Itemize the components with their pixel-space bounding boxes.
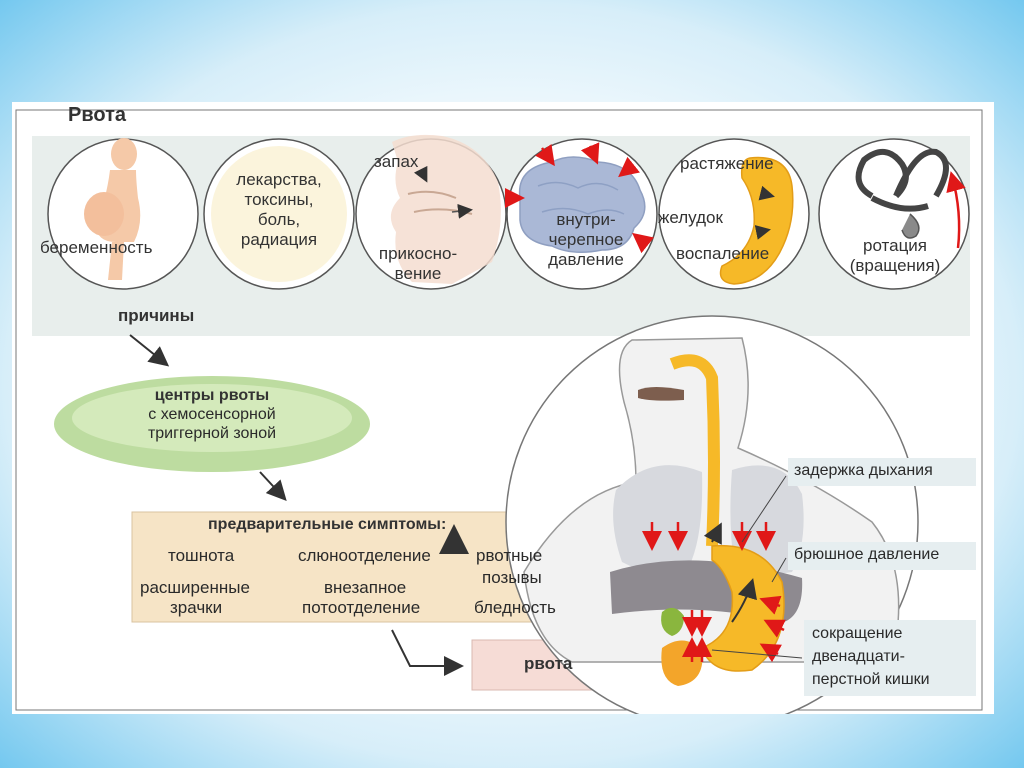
arrow-center-to-prodrome <box>259 471 287 501</box>
stomach-icon <box>719 156 794 285</box>
symptom-sweat-1: внезапное <box>324 578 407 597</box>
symptom-sweat-2: потоотделение <box>302 598 421 617</box>
head-profile-icon <box>390 134 501 284</box>
duodenum-label-box <box>804 620 976 696</box>
drugs-label: лекарства, токсины, боль, радиация <box>218 170 340 250</box>
stomach-label: желудок <box>658 208 723 227</box>
prodrome-box <box>131 511 581 623</box>
pregnancy-label: беременность <box>40 238 153 257</box>
page-title: Рвота <box>68 104 127 126</box>
diagram-graphics <box>15 109 983 714</box>
symptom-retching-1: рвотные <box>476 546 543 565</box>
icp-label: внутри- черепное давление <box>534 210 638 270</box>
drugs-tint <box>211 146 347 282</box>
symptom-pupils-2: зрачки <box>170 598 223 617</box>
drugs-line-3: боль, <box>257 210 301 229</box>
brain-icon <box>505 142 654 254</box>
causes-label: причины <box>118 306 195 325</box>
prodrome-title: предварительные симптомы: <box>208 516 447 533</box>
center-line-2: с хемосенсорной <box>148 406 276 423</box>
outer-frame <box>15 109 983 711</box>
arrow-prodrome-to-vomit <box>391 629 464 676</box>
center-line-3: триггерной зоной <box>147 425 277 442</box>
inflammation-label: воспаление <box>676 244 770 263</box>
symptom-nausea: тошнота <box>168 546 235 565</box>
touch-line-1: прикосно- <box>378 244 458 263</box>
rotation-line-2: (вращения) <box>849 256 941 275</box>
duodenum-label: сокращение двенадцати- перстной кишки <box>812 622 930 691</box>
vomiting-center-highlight <box>72 384 352 452</box>
duodenum-line-2: двенадцати- <box>812 648 905 665</box>
icp-line-1: внутри- <box>556 210 616 229</box>
touch-label: прикосно- вение <box>368 244 468 284</box>
arrow-causes-to-center <box>129 334 170 367</box>
breath-hold-label: задержка дыхания <box>794 462 933 479</box>
drugs-line-1: лекарства, <box>236 170 322 189</box>
symptom-pallor: бледность <box>474 598 556 617</box>
icp-line-2: черепное <box>548 230 624 249</box>
abdominal-pressure-label: брюшное давление <box>794 546 940 563</box>
vomiting-center-label: центры рвоты с хемосенсорной триггерной … <box>102 386 322 443</box>
rotation-line-1: ротация <box>862 236 928 255</box>
icp-line-3: давление <box>548 250 624 269</box>
duodenum-line-3: перстной кишки <box>812 671 930 688</box>
symptom-salivation: слюноотделение <box>298 546 431 565</box>
drugs-line-4: радиация <box>240 230 318 249</box>
breath-label-box <box>788 458 976 486</box>
pregnant-figure-icon <box>84 138 141 280</box>
touch-line-2: вение <box>394 264 442 283</box>
drugs-line-2: токсины, <box>244 190 314 209</box>
rotation-label: ротация (вращения) <box>840 236 950 276</box>
symptom-pupils-1: расширенные <box>140 578 250 597</box>
symptom-retching-2: позывы <box>482 568 542 587</box>
duodenum-line-1: сокращение <box>812 625 903 642</box>
torso-illustration <box>505 315 919 714</box>
smell-label: запах <box>374 152 419 171</box>
stretch-label: растяжение <box>680 154 774 173</box>
slide: Рвота беременность лекарства, токсины, б… <box>12 102 994 714</box>
abdominal-label-box <box>788 542 976 570</box>
center-line-1: центры рвоты <box>154 387 270 404</box>
inner-ear-icon <box>855 148 966 249</box>
vomit-label: рвота <box>524 654 573 673</box>
